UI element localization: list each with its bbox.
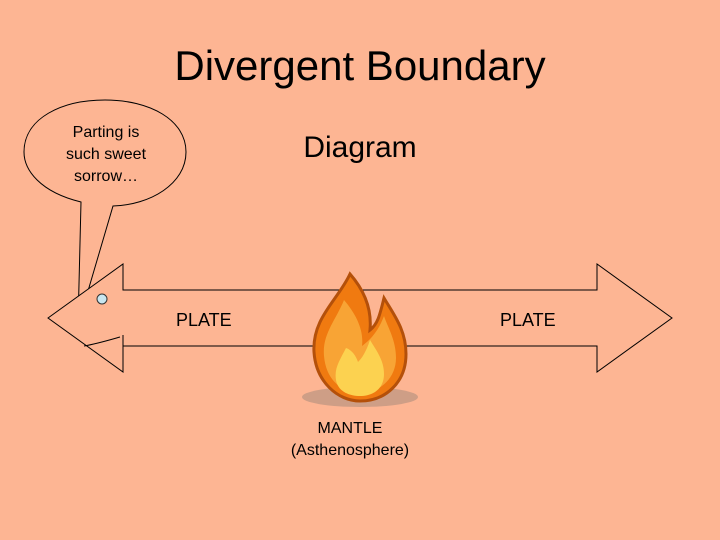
plate-left-label: PLATE — [176, 310, 232, 330]
slide-subtitle: Diagram — [303, 131, 417, 164]
bubble-dot-icon — [96, 293, 108, 305]
mantle-label-line: (Asthenosphere) — [290, 442, 410, 459]
flame-icon — [302, 271, 418, 407]
plate-right-label: PLATE — [500, 310, 556, 330]
speech-bubble — [23, 99, 187, 326]
mantle-label-line: MANTLE — [317, 420, 383, 437]
speech-bubble-line: sorrow… — [73, 168, 138, 185]
speech-bubble-line: Parting is — [72, 124, 140, 141]
speech-bubble-line: such sweet — [65, 146, 147, 163]
speech-bubble-text: Parting is such sweet sorrow… — [36, 122, 176, 188]
mantle-label: MANTLE (Asthenosphere) — [270, 418, 430, 462]
slide-title: Divergent Boundary — [174, 42, 546, 89]
